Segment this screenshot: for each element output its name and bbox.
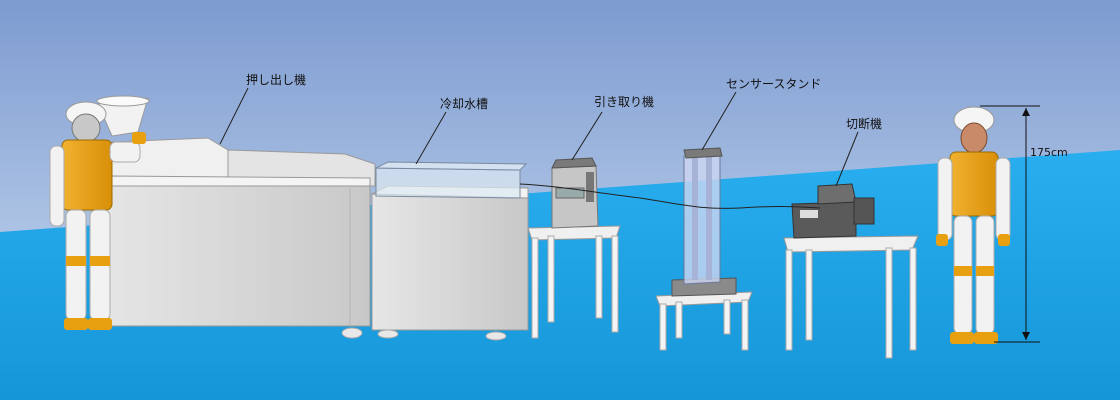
cable — [519, 183, 821, 209]
label-cutter: 切断機 — [846, 116, 882, 131]
leader-puller — [571, 111, 603, 161]
label-extruder: 押し出し機 — [246, 72, 306, 87]
leader-cutter — [835, 131, 859, 187]
label-puller: 引き取り機 — [594, 94, 654, 109]
extruder — [96, 95, 376, 339]
label-cooling-tank: 冷却水槽 — [440, 97, 488, 111]
worker-left — [49, 101, 146, 330]
sensor-stand — [655, 147, 753, 351]
leader-extruder — [219, 87, 249, 145]
puller — [527, 157, 621, 339]
cooling-tank — [371, 161, 529, 341]
leader-cooling-tank — [415, 111, 447, 165]
worker-right — [936, 106, 1011, 344]
label-height: 175cm — [1030, 146, 1068, 159]
label-sensor-stand: センサースタンド — [726, 77, 821, 91]
height-dimension — [980, 105, 1040, 343]
leader-sensor-stand — [701, 91, 737, 151]
cutter — [783, 183, 919, 359]
